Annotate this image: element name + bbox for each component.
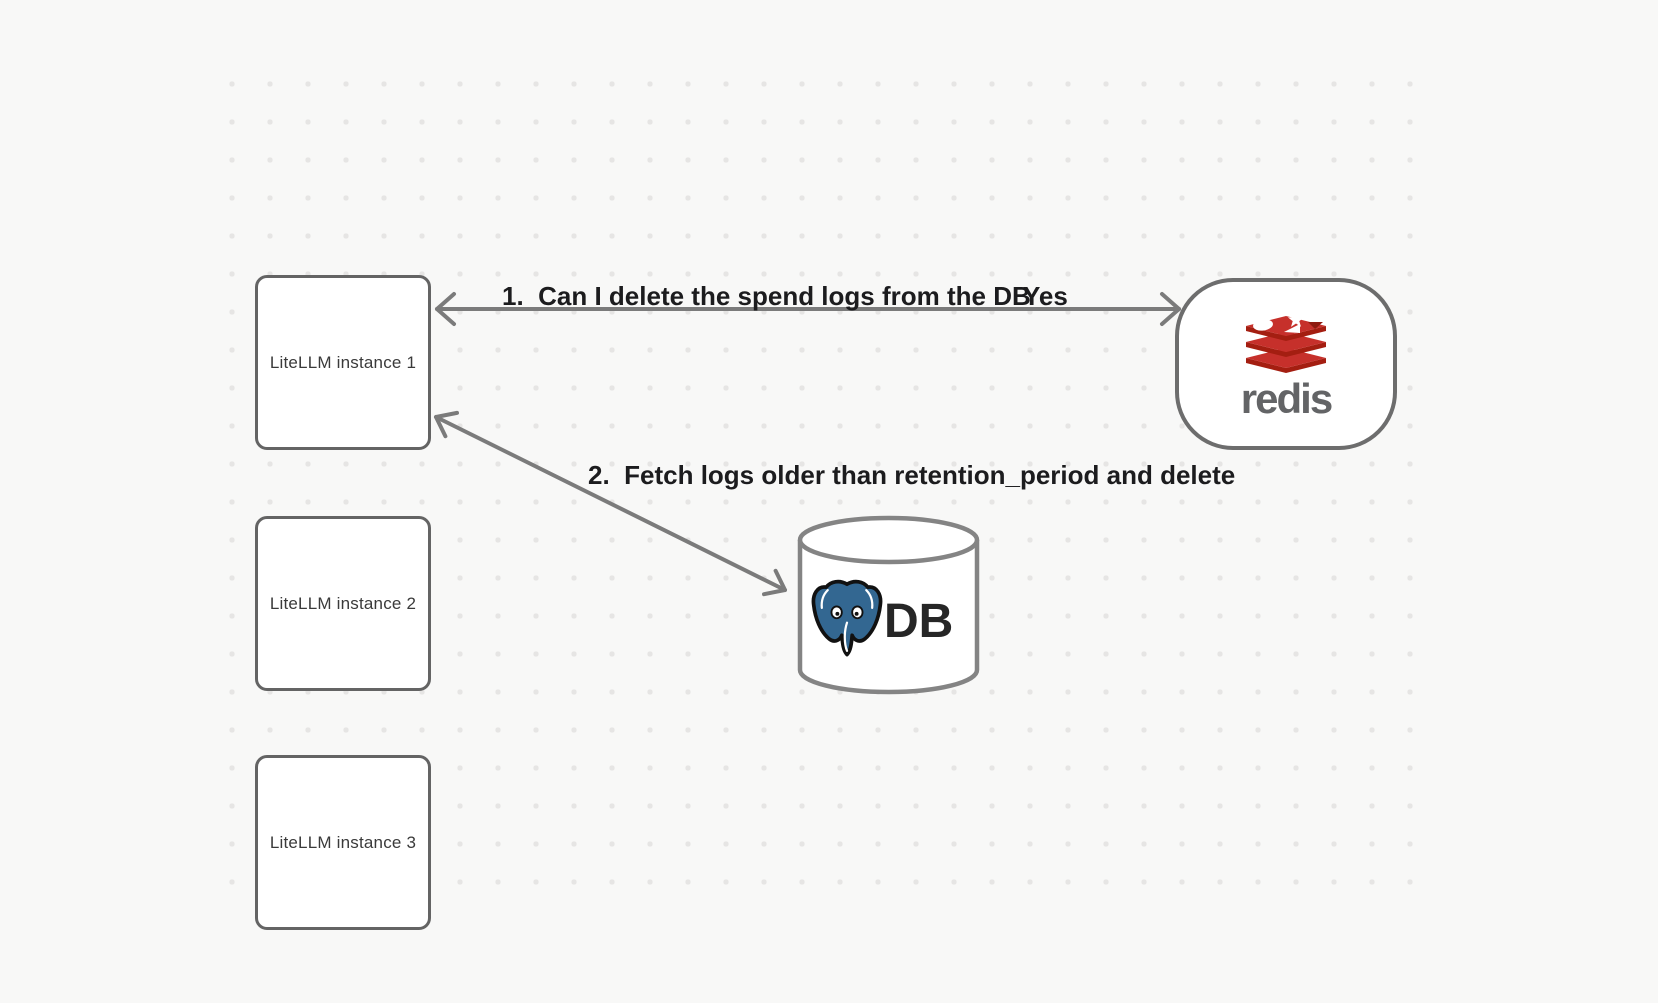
arrow-litellm1-redis[interactable] (435, 292, 1181, 326)
node-litellm-instance-1[interactable]: LiteLLM instance 1 (255, 275, 431, 450)
edge1-label[interactable]: 1. Can I delete the spend logs from the … (502, 281, 1031, 311)
node-litellm-instance-2[interactable]: LiteLLM instance 2 (255, 516, 431, 691)
node-redis-wordmark: redis (1240, 375, 1333, 422)
node-litellm-instance-1-label: LiteLLM instance 1 (269, 352, 417, 372)
postgresql-elephant-icon (811, 579, 883, 657)
node-database[interactable]: DB (796, 514, 981, 698)
node-litellm-instance-2-label: LiteLLM instance 2 (269, 593, 417, 613)
edge2-label[interactable]: 2. Fetch logs older than retention_perio… (588, 460, 1236, 490)
node-litellm-instance-3-label: LiteLLM instance 3 (269, 832, 417, 852)
node-database-label: DB (884, 595, 954, 648)
node-litellm-instance-3[interactable]: LiteLLM instance 3 (255, 755, 431, 930)
redis-logo-icon (1246, 311, 1326, 373)
arrow-litellm1-db[interactable] (434, 410, 787, 597)
edge1-response-label[interactable]: Yes (1023, 281, 1068, 311)
node-redis[interactable]: redis (1175, 278, 1397, 450)
